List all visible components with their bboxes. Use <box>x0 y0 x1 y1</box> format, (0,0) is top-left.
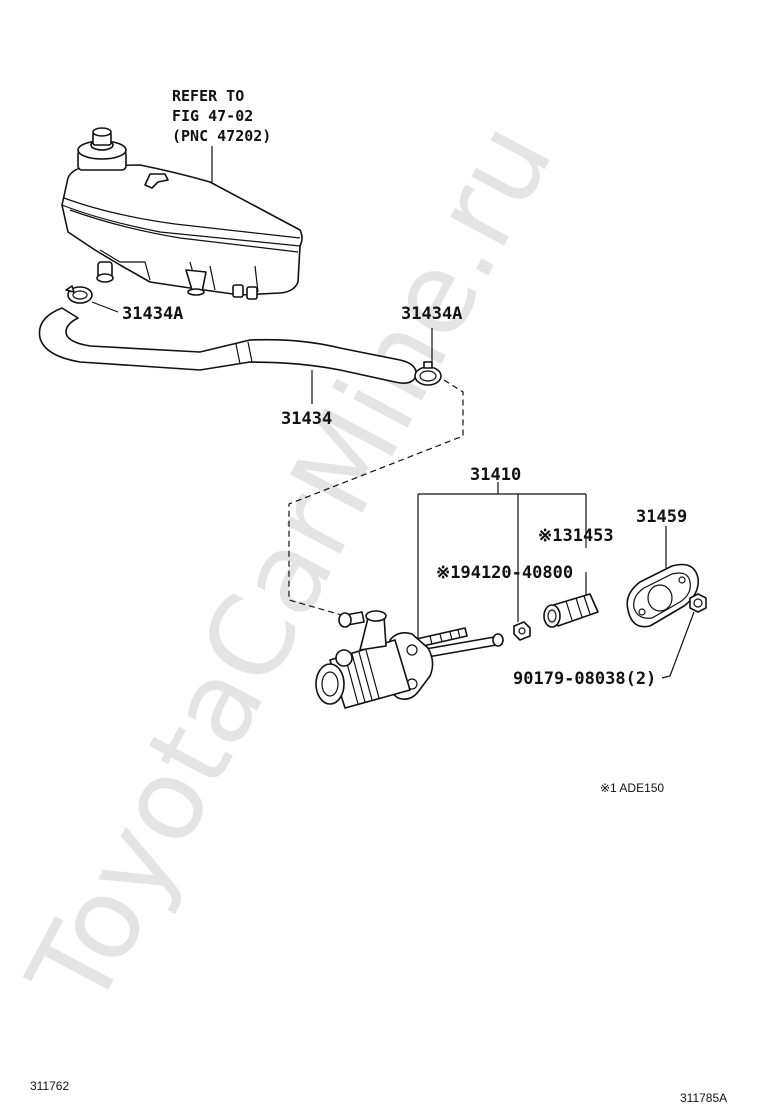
clip-right-part-number: 31434A <box>401 304 462 324</box>
assembly-bracket <box>417 482 587 640</box>
footer-right-code: 311785A <box>680 1091 727 1105</box>
nut-part-number: ※194120-40800 <box>436 563 573 583</box>
repair-kit-part <box>543 593 599 628</box>
hose-part-number: 31434 <box>281 409 332 429</box>
hose-clip-right <box>414 361 442 386</box>
flange-nut-leader <box>661 611 695 679</box>
flange-nut-part-number: 90179-08038(2) <box>513 669 656 689</box>
footer-left-code: 311762 <box>30 1079 69 1093</box>
kit-part-number: ※131453 <box>538 526 614 546</box>
gasket-part <box>626 563 700 628</box>
footnote-label: ※1 ADE150 <box>600 781 664 795</box>
nut-part <box>513 621 531 641</box>
clip-left-part-number: 31434A <box>122 304 183 324</box>
refer-label-line3: (PNC 47202) <box>172 127 271 145</box>
flange-nut-part <box>689 593 707 613</box>
refer-label-line2: FIG 47-02 <box>172 107 253 125</box>
clutch-master-cylinder <box>315 610 504 709</box>
hose-clip-left <box>65 285 93 304</box>
cylinder-assy-part-number: 31410 <box>470 465 521 485</box>
gasket-part-number: 31459 <box>636 507 687 527</box>
clip-left-leader <box>91 301 119 313</box>
refer-label-line1: REFER TO <box>172 87 244 105</box>
reservoir-tank <box>61 127 303 300</box>
